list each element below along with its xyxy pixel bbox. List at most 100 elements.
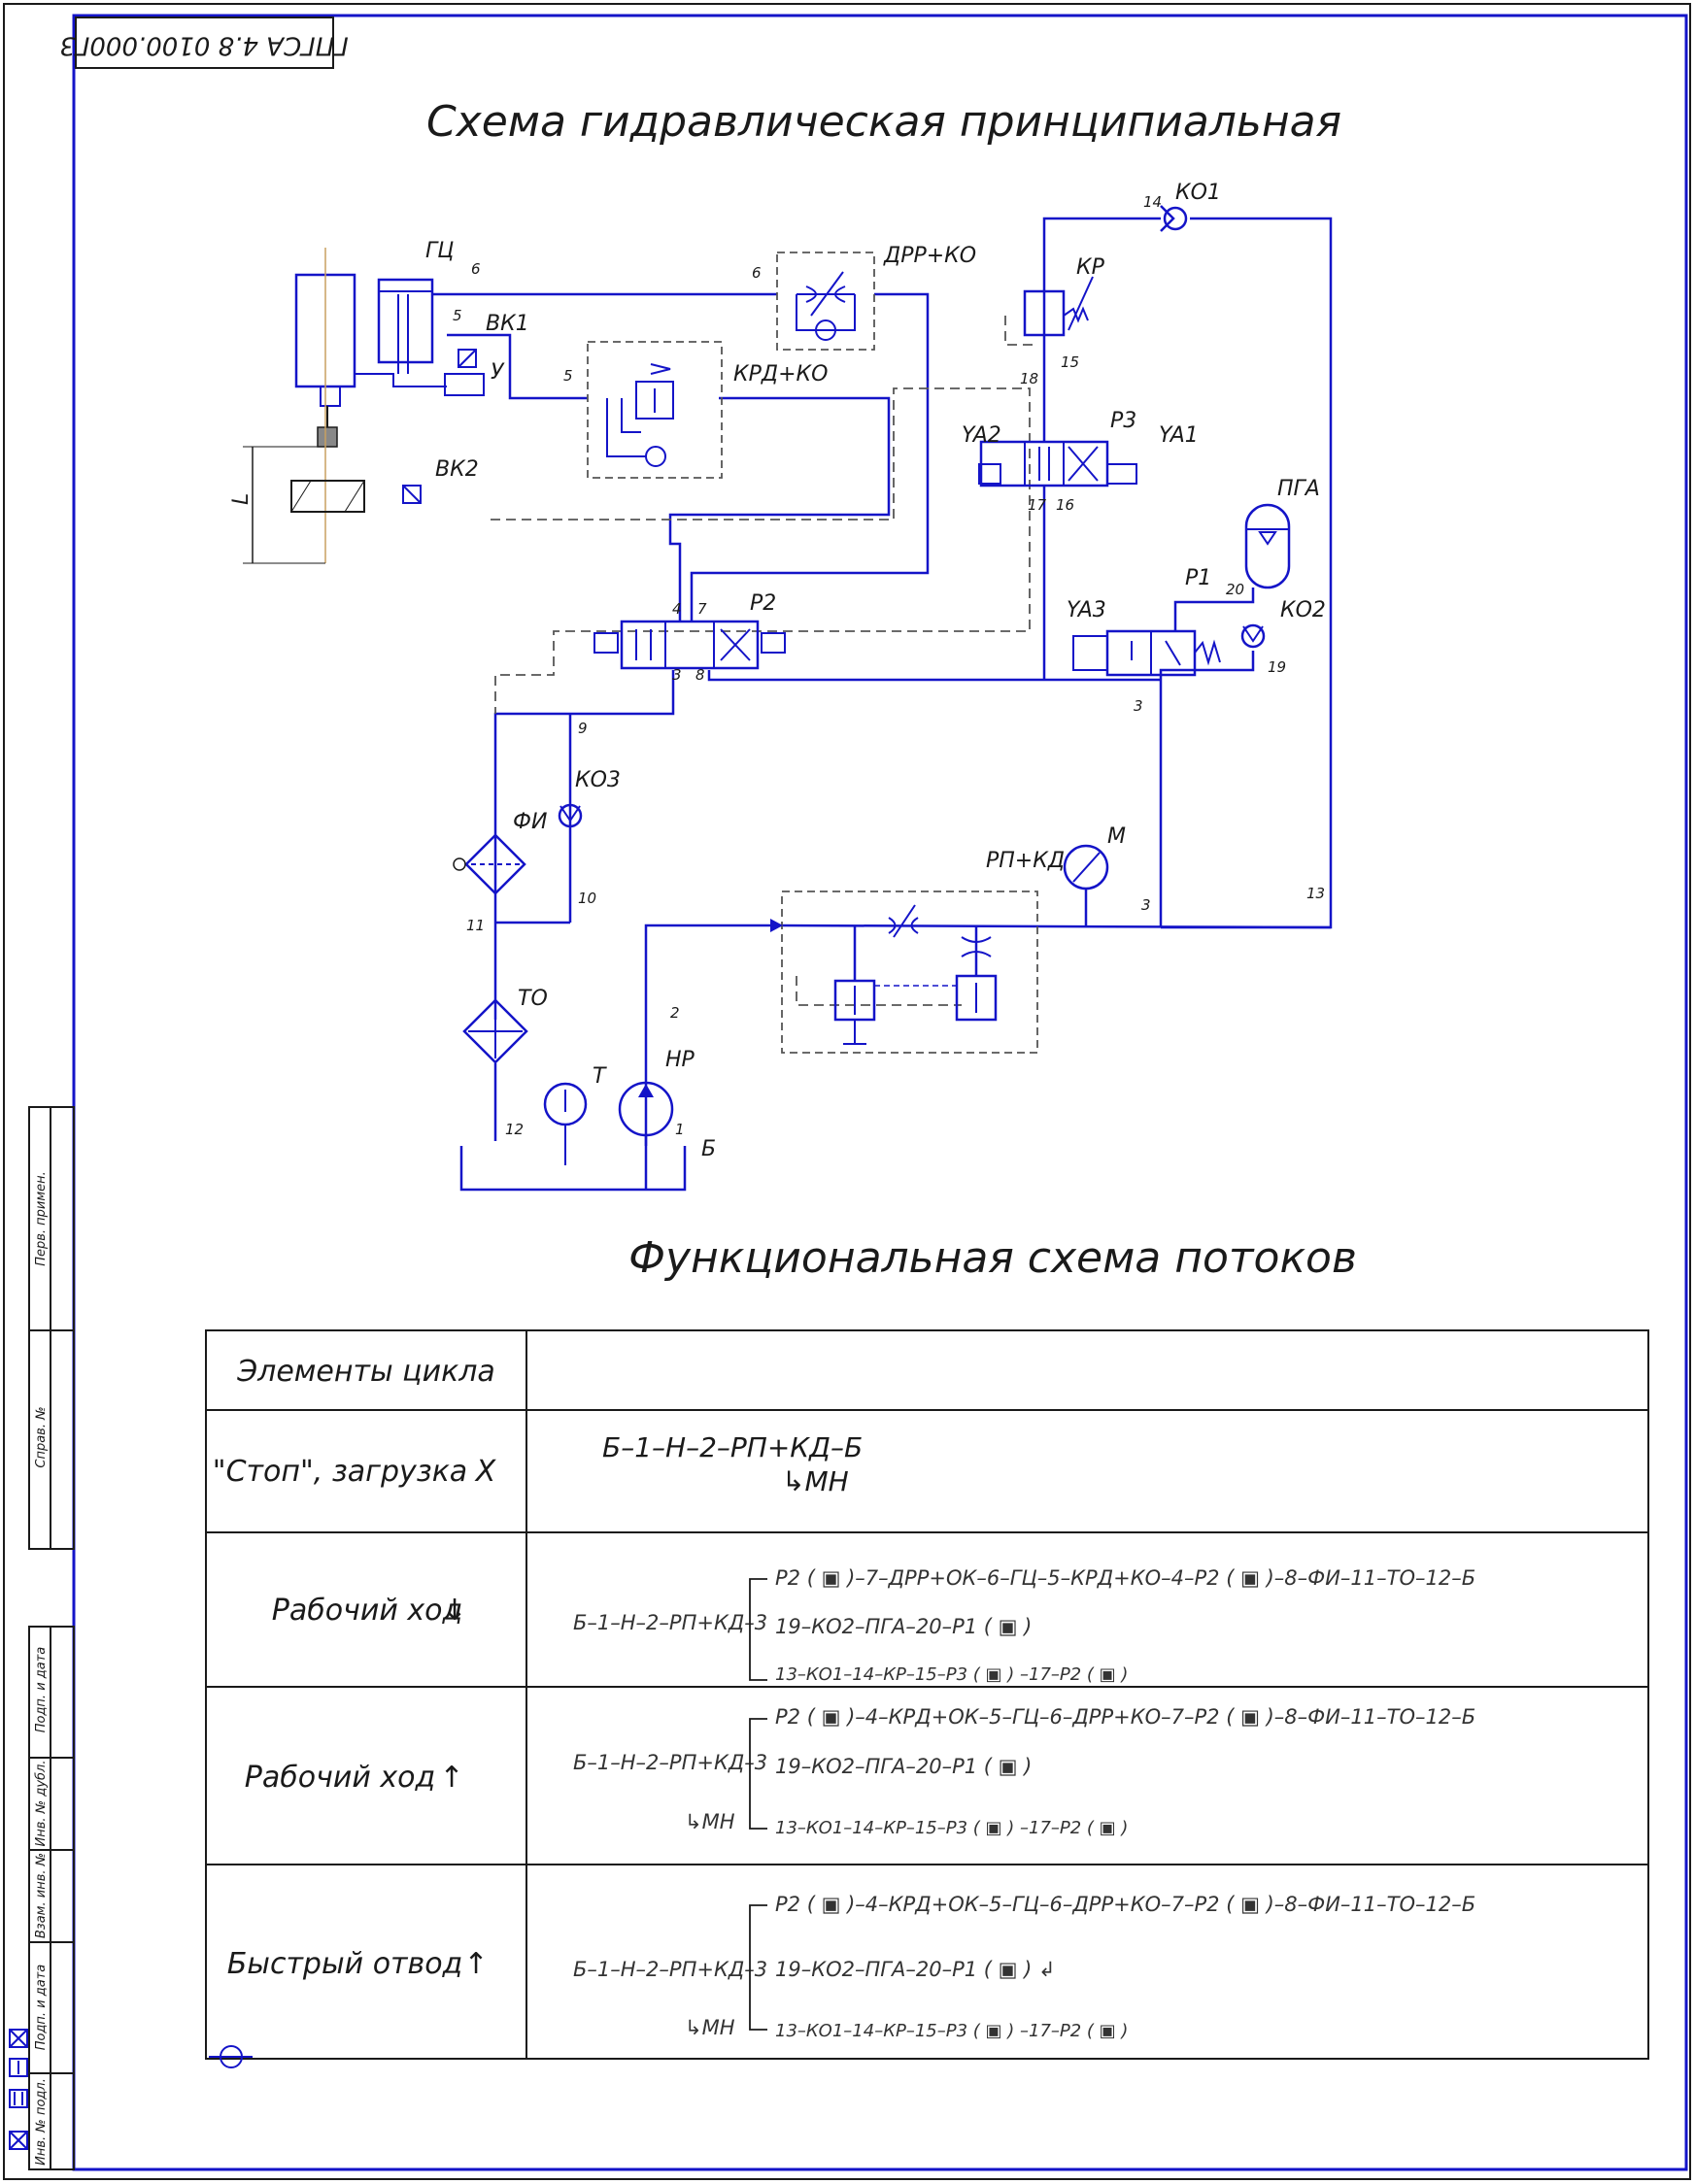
row2-symbol: ↑ [439,1761,463,1795]
pump-np [618,1081,674,1190]
label-drr: ДРР+КО [883,244,976,268]
side-label-1: Справ. № [34,1406,49,1467]
valve-krd [587,341,723,479]
line-num-12: 7 [697,600,707,618]
label-krd: КРД+КО [733,362,828,386]
label-to: ТО [518,987,548,1011]
designation-stamp: ГПГСА 4.8 0100.000Г3 [59,17,349,69]
main-title: Схема гидравлическая принципиальная [426,97,1341,147]
row1-root: Б–1–Н–2–РП+КД–3 [573,1611,767,1634]
table-header: Элементы цикла [236,1355,495,1389]
label-ko2: КО2 [1280,598,1326,622]
designation-text: ГПГСА 4.8 0100.000Г3 [59,31,348,60]
row2-name: Рабочий ход [245,1761,435,1795]
label-vk1: ВК1 [486,312,529,336]
side-label-3: Инв. № дубл. [34,1761,49,1847]
thermometer-t [543,1082,588,1165]
label-m: М [1107,824,1126,849]
side-label-5: Подп. и дата [34,1965,49,2051]
side-strip [28,1106,75,2170]
row1-symbol: ↓ [442,1594,466,1628]
row3-symbol: ↑ [463,1947,488,1981]
cooler-to [462,998,528,1064]
line-num-17: 10 [578,890,596,907]
flows-title: Функциональная схема потоков [628,1233,1357,1283]
row1-branch-1: 19–КО2–ПГА–20–Р1 ( ▣ ) [775,1615,1032,1638]
row3-name: Быстрый отвод [227,1947,463,1981]
line-num-15: 9 [578,720,588,737]
valve-rpkd [770,890,1038,1054]
line-num-23: 1 [675,1121,685,1138]
valve-p2 [593,620,786,670]
label-pga: ПГА [1277,477,1320,501]
line-numbers: 6 5 6 5 14 15 18 17 16 20 19 4 7 3 8 9 3… [453,193,1325,1138]
line-num-21: 2 [670,1004,680,1022]
valve-p1 [1072,623,1266,677]
flow-table-grid [205,1329,1649,2060]
side-label-0: Перв. примен. [34,1171,49,1266]
line-num-5: 15 [1061,353,1079,371]
line-num-0: 6 [471,260,481,278]
row1-branch-2: 13–КО1–14–КР–15–Р3 ( ▣ ) –17–Р2 ( ▣ ) [775,1664,1128,1685]
row2-mn: ↳МН [685,1810,735,1833]
label-ya3: YA3 [1067,598,1106,622]
side-label-4: Взам. инв. № [34,1853,49,1938]
label-ya1: YA1 [1159,423,1199,448]
line-num-9: 20 [1226,581,1244,598]
inner-frame [72,14,1688,2171]
row1-name: Рабочий ход [272,1594,462,1628]
label-ya2: YA2 [962,423,1001,448]
side-label-6: Инв. № подл. [34,2078,49,2166]
row2-root: Б–1–Н–2–РП+КД–3 [573,1751,767,1774]
label-np: НР [665,1048,695,1072]
valve-p3 [978,440,1137,487]
row3-root: Б–1–Н–2–РП+КД–3 [573,1958,767,1981]
row2-branch-1: 19–КО2–ПГА–20–Р1 ( ▣ ) [775,1755,1032,1778]
row3-mn: ↳МН [685,2016,735,2039]
row2-bracket [749,1718,767,1830]
legend-icons [9,2029,28,2150]
gauge-m [1063,844,1109,890]
line-num-16: 3 [1134,697,1143,715]
label-p2: Р2 [750,591,776,616]
line-num-22: 12 [505,1121,524,1138]
line-num-19: 3 [1141,896,1151,914]
label-b: Б [701,1137,716,1161]
accumulator-pga [1244,503,1291,589]
valve-kr [1023,276,1094,337]
row3-branch-2: 13–КО1–14–КР–15–Р3 ( ▣ ) –17–Р2 ( ▣ ) [775,2021,1128,2041]
side-label-2: Подп. и дата [34,1647,49,1733]
row0-sub: ↳МН [782,1465,849,1497]
line-num-3: 5 [563,367,573,385]
line-num-13: 3 [672,666,682,684]
row0-name: "Стоп", загрузка [213,1455,467,1489]
row3-bracket [749,1904,767,2031]
line-num-6: 18 [1020,370,1038,387]
line-num-1: 5 [453,307,462,324]
label-u: У [491,360,505,385]
label-fi: ФИ [513,810,547,834]
line-num-7: 17 [1028,496,1047,514]
line-num-4: 14 [1143,193,1162,211]
label-p1: Р1 [1185,566,1211,590]
label-gc: ГЦ [425,239,454,263]
line-num-18: 11 [466,917,485,934]
table-corner-symbol [209,2045,253,2068]
label-ko1: КО1 [1175,181,1221,205]
line-num-11: 4 [672,600,682,618]
filter-fi [453,833,526,895]
line-num-14: 8 [695,666,705,684]
line-num-20: 13 [1306,885,1325,902]
row0-main: Б–1–Н–2–РП+КД–Б [602,1431,863,1463]
label-ko3: КО3 [575,768,621,792]
hydraulic-lines [432,217,1333,1146]
pilot-lines [491,316,1034,1006]
valve-drr [776,252,875,351]
label-l: L [229,493,254,505]
check-ko3 [558,803,583,828]
label-rpkd: РП+КД [986,849,1065,873]
row0-symbol: X [474,1455,497,1489]
outer-border [3,3,1691,2180]
line-num-8: 16 [1056,496,1074,514]
